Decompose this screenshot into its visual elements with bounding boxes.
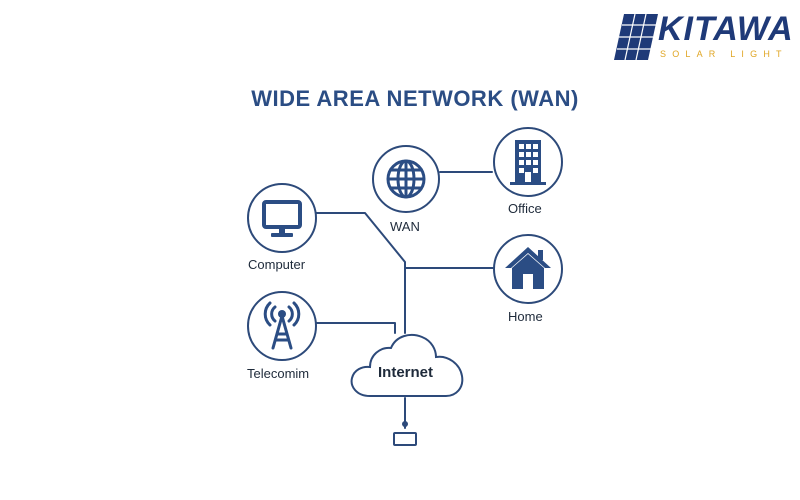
telecom-link [315, 322, 396, 334]
computer-monitor-icon [247, 183, 317, 253]
wan-globe-icon [372, 145, 440, 213]
office-building-icon [493, 127, 563, 197]
logo-tagline: SOLAR LIGHT [660, 49, 788, 59]
solar-panel-logo-icon [614, 13, 658, 61]
endpoint-device-icon [393, 421, 417, 446]
internet-cloud-icon [350, 333, 464, 397]
home-house-icon [493, 234, 563, 304]
office-label: Office [508, 201, 542, 216]
logo-brand: KITAWA [658, 10, 794, 48]
internet-label: Internet [378, 364, 434, 381]
diagram-title: WIDE AREA NETWORK (WAN) [251, 86, 579, 111]
telecom-label: Telecomim [247, 366, 310, 381]
wan-label: WAN [390, 219, 420, 234]
telecom-antenna-icon [247, 291, 317, 361]
computer-label: Computer [248, 257, 306, 272]
home-label: Home [508, 309, 543, 324]
computer-trunk-link [315, 212, 406, 334]
